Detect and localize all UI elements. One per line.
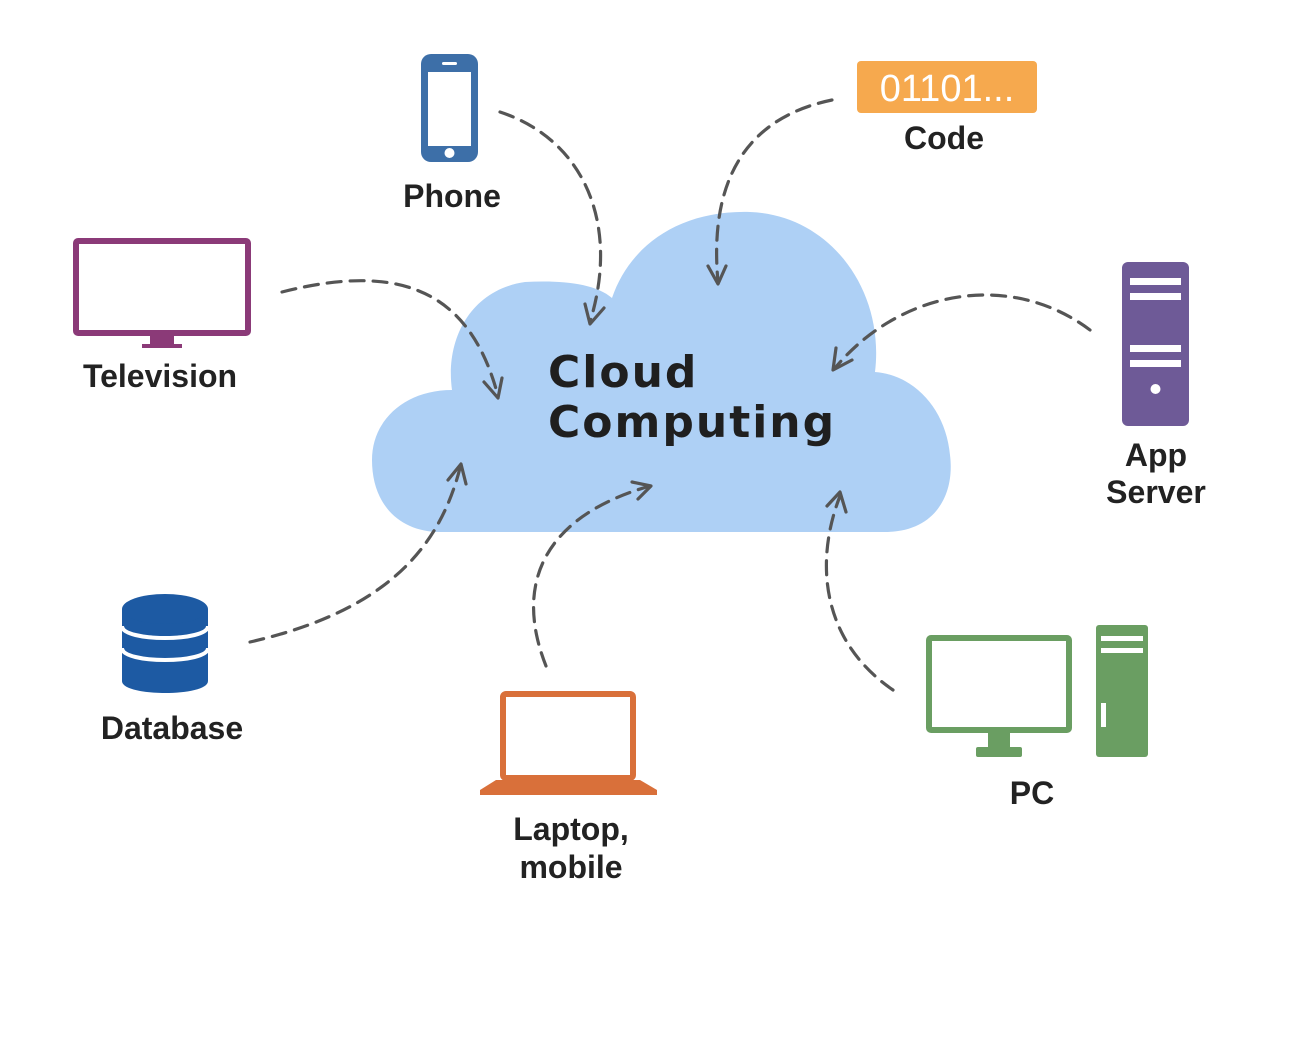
connector-phone [498, 110, 603, 324]
app-server-label-line1: App [1125, 437, 1187, 473]
cloud-title-line2: Computing [548, 397, 836, 448]
phone-label: Phone [403, 178, 501, 214]
arrowhead-laptop [630, 480, 653, 501]
connector-pc [824, 494, 895, 692]
server-icon [1122, 262, 1189, 426]
connector-laptop [531, 484, 652, 668]
code-badge [857, 61, 1037, 113]
television-label: Television [83, 358, 237, 394]
arrowhead-database [446, 462, 468, 486]
pc-node: PC [926, 625, 1148, 811]
laptop-label-line2: mobile [519, 849, 622, 885]
code-badge-text: 01101... [880, 68, 1015, 110]
cloud-title-line1: Cloud [548, 347, 698, 398]
database-node: Database [101, 594, 243, 746]
connector-app-server [833, 293, 1092, 370]
arrowhead-pc [825, 490, 848, 514]
phone-icon [421, 54, 478, 162]
connector-code [715, 98, 834, 284]
laptop-node: Laptop, mobile [480, 691, 657, 885]
code-label: Code [904, 120, 984, 156]
code-node: 01101... Code [857, 61, 1037, 156]
laptop-label-line1: Laptop, [513, 811, 629, 847]
connector-television [280, 279, 500, 398]
arrowhead-code [706, 264, 728, 286]
television-icon [73, 238, 251, 348]
laptop-icon [480, 691, 657, 795]
arrowhead-phone [583, 302, 606, 326]
database-label: Database [101, 710, 243, 746]
tower-icon [1096, 625, 1148, 757]
app-server-label-line2: Server [1106, 474, 1206, 510]
cloud-icon [372, 211, 951, 533]
cloud-shape: Cloud Computing [372, 211, 951, 533]
arrowhead-app-server [831, 346, 854, 372]
monitor-icon [926, 635, 1072, 757]
arrowhead-television [482, 376, 504, 400]
connector-database [248, 466, 462, 644]
connectors [248, 98, 1092, 692]
pc-label: PC [1010, 775, 1054, 811]
app-server-node: App Server [1106, 262, 1206, 510]
phone-node: Phone [403, 54, 501, 214]
television-node: Television [73, 238, 251, 394]
database-icon [120, 594, 210, 693]
